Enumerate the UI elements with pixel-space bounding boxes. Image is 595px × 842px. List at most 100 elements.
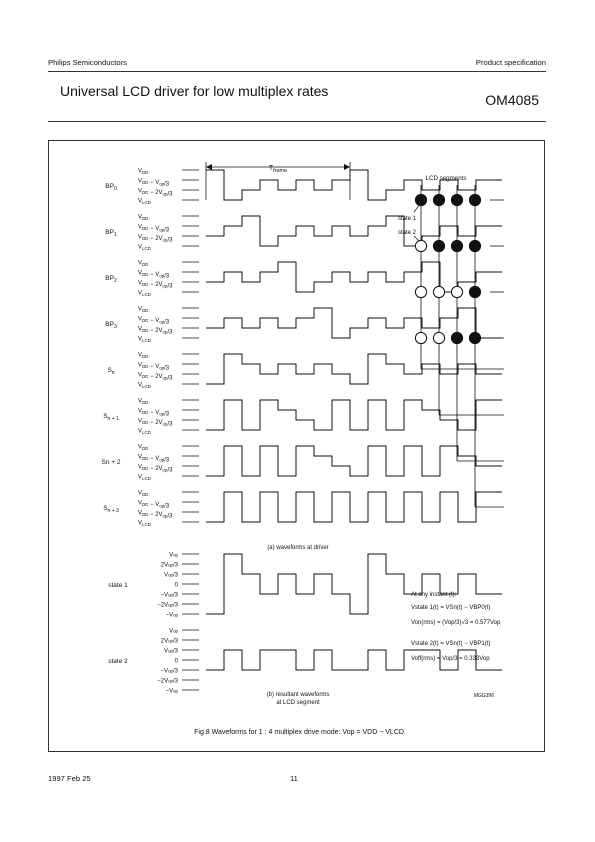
voltage-level-label: VLCD — [138, 336, 151, 343]
driver-waveform — [206, 491, 502, 523]
voltage-level-label: VDD − Vop/3 — [138, 362, 170, 371]
state2-marker-label: state 2 — [398, 230, 417, 236]
frame-arrow-head-right — [344, 164, 350, 170]
frame-arrow-head-left — [206, 164, 212, 170]
segment-on-dot — [468, 239, 482, 253]
segment-on-dot — [468, 193, 482, 207]
segment-on-dot — [432, 193, 446, 207]
caption-waveforms-at-driver: (a) waveforms at driver — [267, 545, 328, 551]
voltage-level-label: VDD — [138, 352, 148, 359]
segment-off-dot — [414, 285, 428, 299]
lcd-segments-label: LCD segments — [426, 175, 467, 182]
header-rule — [48, 71, 546, 72]
resultant-row-label: state 2 — [108, 658, 128, 665]
resultant-row-label: state 1 — [108, 582, 128, 589]
voltage-level-label: VDD — [138, 490, 148, 497]
equation-von-rms: Von(rms) = (Vop/3)√3 = 0.577Vop — [411, 619, 501, 626]
voltage-level-label: VDD − 2Vop/3 — [138, 234, 173, 243]
voltage-level-label: VLCD — [138, 244, 151, 251]
voltage-level-label: VDD − Vop/3 — [138, 224, 170, 233]
voltage-level-label: VDD — [138, 168, 148, 175]
driver-waveform — [206, 445, 502, 477]
driver-waveform — [206, 215, 502, 247]
row-label: BP3 — [105, 321, 117, 330]
row-label: BP0 — [105, 183, 117, 192]
driver-waveform — [206, 353, 502, 385]
voltage-level-label: VDD − 2Vop/3 — [138, 418, 173, 427]
state1-marker-label: state 1 — [398, 216, 417, 222]
document-type: Product specification — [475, 58, 546, 67]
driver-waveform — [206, 399, 502, 431]
resultant-level-label: −Vop — [166, 612, 179, 618]
page-number: 11 — [290, 774, 298, 783]
caption-resultant-line1: (b) resultant waveforms — [267, 692, 330, 698]
row-label: Sn + 3 — [103, 505, 119, 514]
segment-off-dot — [414, 239, 428, 253]
resultant-level-label: −2Vop/3 — [157, 602, 178, 608]
equation-state2: Vstate 2(t) = VSn(t) − VBP1(t) — [411, 641, 490, 647]
state1-pointer — [413, 203, 421, 213]
frame-period-label: Tframe — [269, 165, 287, 174]
voltage-level-label: VLCD — [138, 382, 151, 389]
equation-state1: Vstate 1(t) = VSn(t) − VBP0(t) — [411, 605, 490, 611]
voltage-level-label: VDD − 2Vop/3 — [138, 510, 173, 519]
voltage-level-label: VLCD — [138, 198, 151, 205]
voltage-level-label: VDD − Vop/3 — [138, 408, 170, 417]
resultant-level-label: −Vop/3 — [161, 668, 179, 674]
title-rule — [48, 121, 546, 122]
segment-on-dot — [468, 285, 482, 299]
voltage-level-label: VDD — [138, 214, 148, 221]
voltage-level-label: VLCD — [138, 520, 151, 527]
voltage-level-label: VDD − 2Vop/3 — [138, 372, 173, 381]
resultant-level-label: Vop — [169, 552, 178, 558]
voltage-level-label: VDD — [138, 398, 148, 405]
resultant-level-label: 0 — [175, 658, 179, 664]
document-title: Universal LCD driver for low multiplex r… — [60, 83, 329, 99]
segment-on-dot — [450, 193, 464, 207]
resultant-level-label: 2Vop/3 — [161, 638, 179, 644]
voltage-level-label: VDD − Vop/3 — [138, 270, 170, 279]
resultant-level-label: 2Vop/3 — [161, 562, 179, 568]
segment-off-dot — [432, 285, 446, 299]
resultant-level-label: −Vop/3 — [161, 592, 179, 598]
driver-waveform — [206, 169, 502, 201]
segment-on-dot — [432, 239, 446, 253]
segment-off-dot — [432, 331, 446, 345]
voltage-level-label: VDD — [138, 306, 148, 313]
row-label: Sn — [107, 367, 114, 376]
figure-frame — [48, 140, 545, 752]
row-label: Sn + 2 — [102, 459, 121, 466]
state2-pointer — [413, 235, 420, 242]
resultant-level-label: Vop/3 — [164, 572, 179, 578]
segment-off-dot — [414, 331, 428, 345]
company-name: Philips Semiconductors — [48, 58, 127, 67]
resultant-level-label: 0 — [175, 582, 179, 588]
voltage-level-label: VDD − Vop/3 — [138, 178, 170, 187]
driver-waveform — [206, 307, 502, 339]
resultant-level-label: −2Vop/3 — [157, 678, 178, 684]
segment-off-dot — [450, 285, 464, 299]
equation-instant: At any instant (t): — [411, 592, 457, 598]
resultant-waveform — [206, 649, 502, 671]
voltage-level-label: VDD − 2Vop/3 — [138, 188, 173, 197]
voltage-level-label: VDD − Vop/3 — [138, 316, 170, 325]
row-label: BP2 — [105, 275, 117, 284]
resultant-level-label: Vop/3 — [164, 648, 179, 654]
segment-on-dot — [468, 331, 482, 345]
part-number: OM4085 — [485, 92, 539, 108]
row-label: BP1 — [105, 229, 117, 238]
segment-on-dot — [414, 193, 428, 207]
resultant-waveform — [206, 553, 502, 615]
voltage-level-label: VLCD — [138, 428, 151, 435]
voltage-level-label: VDD — [138, 444, 148, 451]
footer-date: 1997 Feb 25 — [48, 774, 91, 783]
voltage-level-label: VDD − Vop/3 — [138, 454, 170, 463]
figure-caption: Fig.8 Waveforms for 1 : 4 multiplex driv… — [194, 729, 406, 736]
figure-code: MGG396 — [474, 693, 495, 699]
segment-on-dot — [450, 239, 464, 253]
voltage-level-label: VDD — [138, 260, 148, 267]
resultant-level-label: −Vop — [166, 688, 179, 694]
voltage-level-label: VDD − 2Vop/3 — [138, 326, 173, 335]
row-label: Sn + 1 — [103, 413, 119, 422]
